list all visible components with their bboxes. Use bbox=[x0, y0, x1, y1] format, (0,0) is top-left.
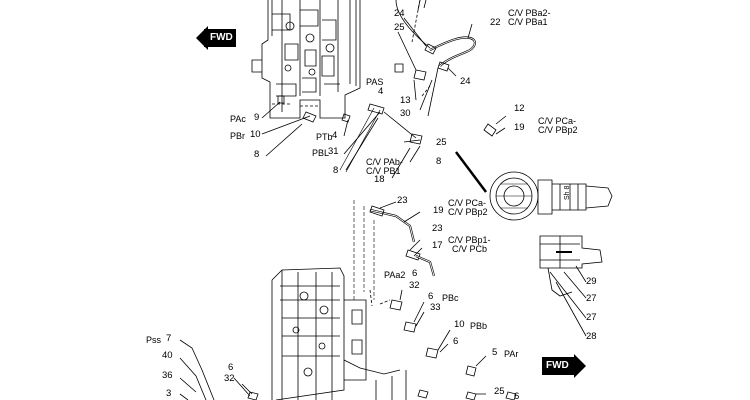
port-label: C/V PCb bbox=[452, 244, 488, 254]
callout-number: 27 bbox=[586, 293, 597, 304]
callout-number: 33 bbox=[430, 302, 441, 313]
upper-control-valve bbox=[251, 0, 361, 119]
port-label: PAa2 bbox=[384, 270, 406, 280]
port-label: PTb bbox=[316, 132, 333, 142]
port-label: C/V PCa- bbox=[448, 198, 487, 208]
callout-number: 3 bbox=[166, 388, 172, 399]
callout-number: 25 bbox=[436, 137, 447, 148]
detail-fitting-end-view bbox=[489, 171, 539, 221]
callout-number: 40 bbox=[162, 350, 173, 361]
callout-number: 10 bbox=[454, 319, 465, 330]
port-label: C/V PBa2- bbox=[508, 8, 551, 18]
port-label: C/V PBa1 bbox=[508, 17, 548, 27]
callout-number: 9 bbox=[254, 112, 260, 123]
port-label: PBc bbox=[442, 293, 459, 303]
upper-fittings bbox=[277, 43, 497, 145]
callout-number: 24 bbox=[394, 8, 405, 19]
callout-number: 23 bbox=[432, 223, 443, 234]
callout-number: 24 bbox=[460, 76, 471, 87]
port-label: C/V PBp2 bbox=[538, 125, 578, 135]
callout-number: 5 bbox=[492, 347, 498, 358]
callout-number: 8 bbox=[254, 149, 260, 160]
fwd-arrow-bottom: FWD bbox=[542, 354, 586, 378]
callout-number: 29 bbox=[586, 276, 597, 287]
callout-number: 25 bbox=[494, 386, 505, 397]
port-label: Pss bbox=[146, 335, 162, 345]
callout-number: 7 bbox=[166, 333, 172, 344]
break-mark bbox=[455, 151, 487, 193]
port-label: C/V PBp2 bbox=[448, 207, 488, 217]
callout-number: 25 bbox=[394, 22, 405, 33]
callout-number: 8 bbox=[436, 156, 442, 167]
port-label: PBL bbox=[312, 148, 330, 158]
callout-number: 8 bbox=[333, 165, 339, 176]
callout-number: 6 bbox=[514, 391, 520, 400]
callout-number: 4 bbox=[378, 86, 384, 97]
port-label: PBb bbox=[470, 321, 488, 331]
callout-number: 31 bbox=[328, 146, 339, 157]
callout-number: 19 bbox=[514, 122, 525, 133]
callout-number: 32 bbox=[224, 373, 235, 384]
callout-number: 13 bbox=[400, 95, 411, 106]
port-label: C/V PB1 bbox=[366, 166, 401, 176]
callout-number: 19 bbox=[433, 205, 444, 216]
fwd-arrow-top: FWD bbox=[196, 26, 240, 50]
callout-number: 17 bbox=[432, 240, 443, 251]
port-label: C/V PAb- bbox=[366, 157, 403, 167]
fwd-arrow-bottom-label: FWD bbox=[546, 360, 569, 371]
callout-number: 36 bbox=[162, 370, 173, 381]
callout-number: 18 bbox=[374, 174, 385, 185]
port-label: C/V PCa- bbox=[538, 116, 577, 126]
callout-number: 28 bbox=[586, 331, 597, 342]
callout-number: 22 bbox=[490, 17, 501, 28]
lower-control-valve bbox=[271, 267, 407, 400]
svg-text:Sh 8: Sh 8 bbox=[564, 185, 571, 200]
hose-24-22 bbox=[429, 36, 476, 67]
fwd-arrow-top-label: FWD bbox=[210, 32, 233, 43]
callout-number: 27 bbox=[586, 312, 597, 323]
callout-number: 30 bbox=[400, 108, 411, 119]
port-label: PAc bbox=[230, 114, 246, 124]
callout-number: 6 bbox=[453, 336, 459, 347]
port-label: PAS bbox=[366, 77, 384, 87]
callout-number: 32 bbox=[409, 280, 420, 291]
port-label: PBr bbox=[230, 131, 246, 141]
detail-fitting-side-view: Sh 8 bbox=[537, 179, 613, 215]
port-label: PAr bbox=[504, 349, 519, 359]
callout-number: 4 bbox=[332, 130, 338, 141]
callout-number: 23 bbox=[397, 195, 408, 206]
callout-number: 6 bbox=[428, 291, 434, 302]
detail-fitting-cutaway bbox=[539, 235, 603, 337]
callout-number: 12 bbox=[514, 103, 525, 114]
callout-number: 6 bbox=[412, 268, 418, 279]
callout-number: 6 bbox=[228, 362, 234, 373]
port-label: C/V PBp1- bbox=[448, 235, 491, 245]
callout-number: 10 bbox=[250, 129, 261, 140]
